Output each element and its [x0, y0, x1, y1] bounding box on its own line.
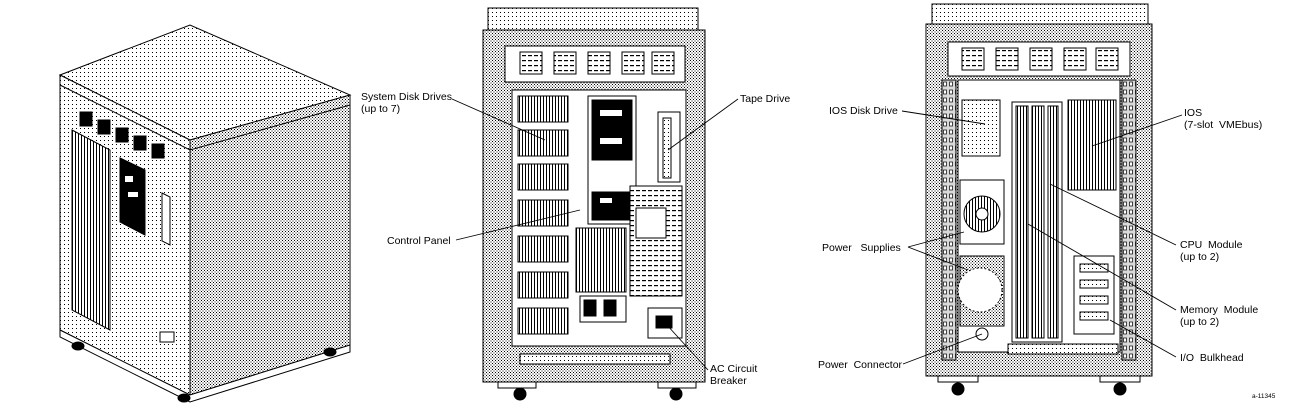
label-ios: IOS	[1184, 107, 1202, 119]
figure-id: a-11345	[1252, 393, 1276, 400]
label-ac-breaker-line1: AC Circuit	[710, 363, 757, 375]
label-power-connector: Power Connector	[818, 359, 903, 371]
label-tape-drive: Tape Drive	[740, 93, 790, 105]
exterior-tape-slot	[161, 192, 171, 246]
label-memory-module: Memory Module	[1180, 304, 1258, 316]
label-ios-detail: (7-slot VMEbus)	[1184, 119, 1262, 131]
rear-top-vents	[961, 47, 1119, 71]
label-ac-breaker-line2: Breaker	[710, 375, 747, 387]
leader-lines	[451, 98, 1183, 371]
label-ios-disk-drive: IOS Disk Drive	[829, 105, 898, 117]
rear-labels: IOS Disk Drive Power Supplies Power Conn…	[818, 105, 1262, 371]
label-memory-module-count: (up to 2)	[1180, 316, 1219, 328]
label-io-bulkhead: I/O Bulkhead	[1180, 352, 1244, 364]
front-top-vents	[519, 51, 675, 75]
label-power-supplies: Power Supplies	[822, 242, 901, 254]
exterior-vents	[79, 111, 165, 159]
front-disk-drives	[517, 95, 569, 335]
front-cabinet	[482, 7, 706, 401]
label-system-disk-drives-count: (up to 7)	[361, 103, 400, 115]
label-control-panel: Control Panel	[387, 235, 451, 247]
front-labels: System Disk Drives (up to 7) Control Pan…	[361, 91, 790, 387]
label-cpu-module: CPU Module	[1180, 239, 1243, 251]
label-system-disk-drives: System Disk Drives	[361, 91, 452, 103]
rear-cabinet	[925, 3, 1153, 396]
exterior-cabinet	[58, 24, 352, 403]
rear-ios-disk	[961, 99, 1001, 157]
label-cpu-module-count: (up to 2)	[1180, 251, 1219, 263]
rear-ios-vmebus	[1067, 99, 1117, 191]
